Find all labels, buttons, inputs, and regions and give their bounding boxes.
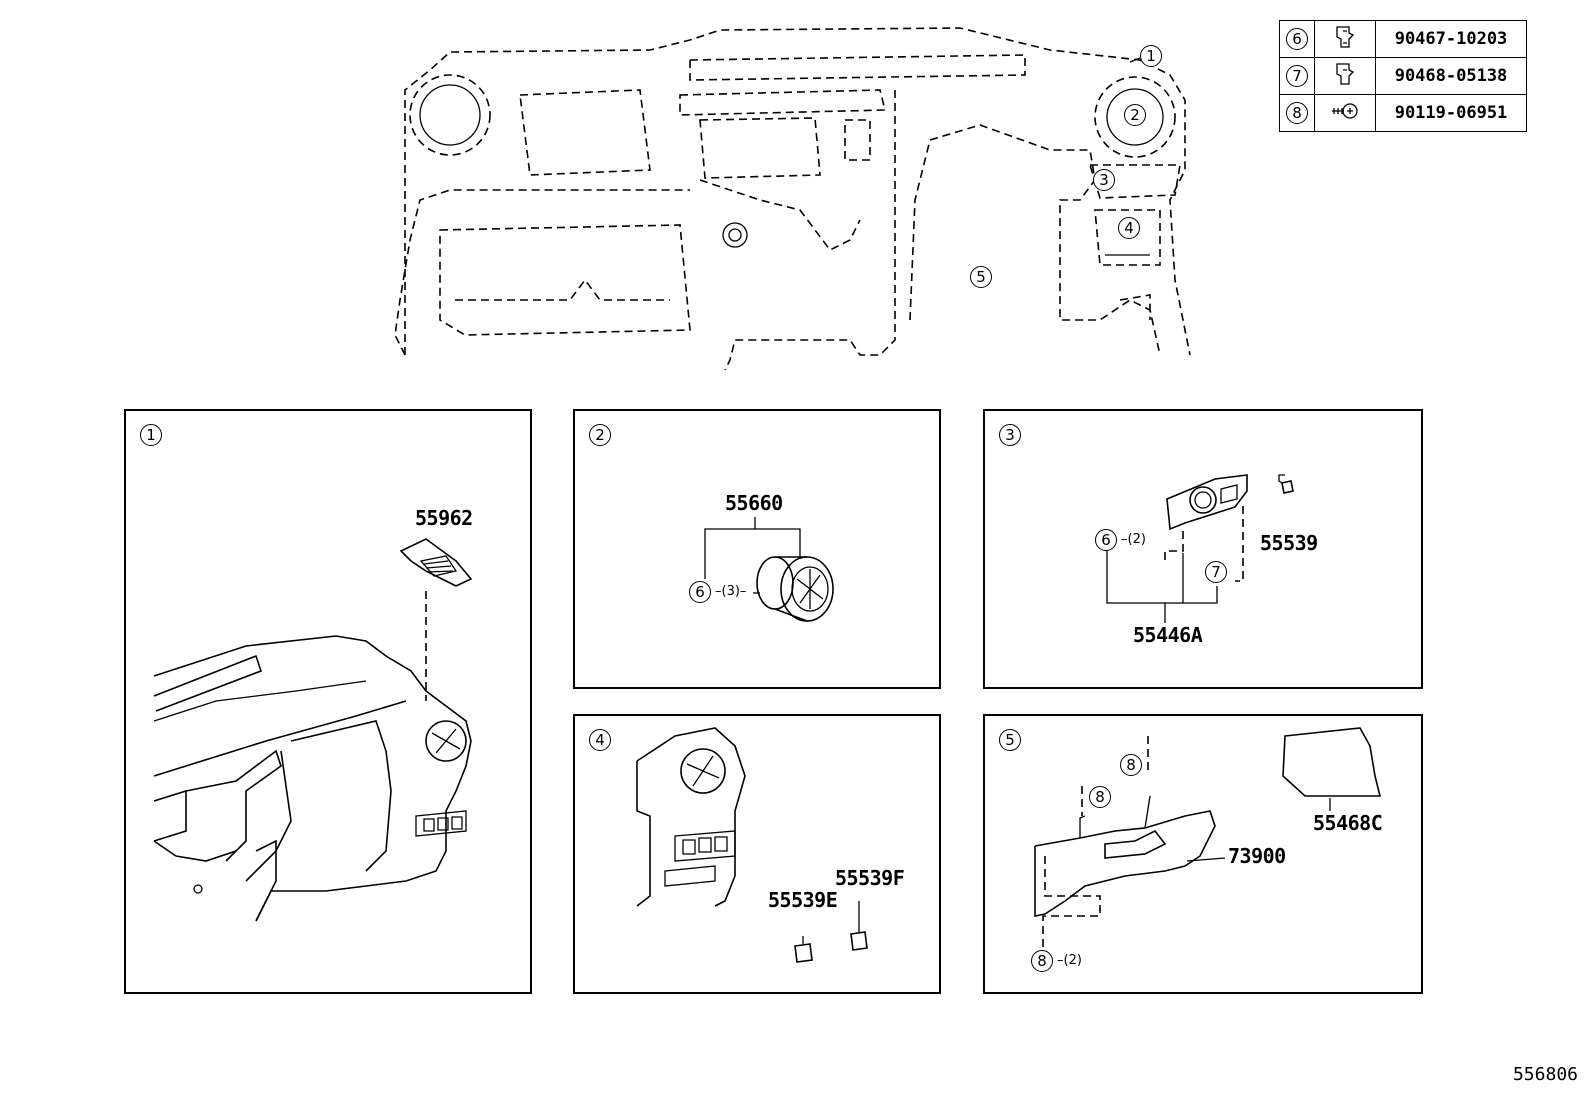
callout-5: 5 xyxy=(970,266,992,288)
legend-row: 6 90467-10203 xyxy=(1279,20,1527,58)
panel-2-drawing xyxy=(704,517,834,622)
fastener-ref: 6 xyxy=(1095,529,1117,551)
part-number: 55446A xyxy=(1133,623,1203,647)
screw-qty: –(2) xyxy=(1057,953,1082,968)
panel-5-drawing xyxy=(1034,727,1382,956)
clip-icon xyxy=(1333,26,1357,55)
panel-1: 1 55962 xyxy=(124,409,532,994)
legend-ref: 6 xyxy=(1286,28,1308,50)
legend-row: 8 90119-06951 xyxy=(1279,94,1527,132)
screw-ref: 8 xyxy=(1120,754,1142,776)
clip-icon xyxy=(1333,63,1357,92)
dashboard-outline-drawing xyxy=(394,27,1191,371)
fastener-qty: –(2) xyxy=(1121,532,1146,547)
panel-2: 2 55660 6 –(3)– xyxy=(573,409,941,689)
legend-part-number: 90467-10203 xyxy=(1375,20,1527,58)
panel-ref: 3 xyxy=(999,424,1021,446)
panel-3-drawing xyxy=(1106,474,1294,623)
part-number: 55660 xyxy=(725,491,783,515)
callout-2: 2 xyxy=(1124,104,1146,126)
callout-1: 1 xyxy=(1140,45,1162,67)
qty-text: (3) xyxy=(721,584,740,599)
qty-text: (2) xyxy=(1063,953,1082,968)
panel-1-drawing xyxy=(153,538,473,922)
panel-ref: 5 xyxy=(999,729,1021,751)
part-number: 55539E xyxy=(768,888,838,912)
fastener-qty: –(3)– xyxy=(715,584,747,599)
panel-5: 5 8 8 8 –(2) 73900 55468C xyxy=(983,714,1423,994)
screw-ref: 8 xyxy=(1089,786,1111,808)
part-number: 55539F xyxy=(835,866,905,890)
panel-3: 3 6 –(2) 7 55539 55446A xyxy=(983,409,1423,689)
callout-3: 3 xyxy=(1093,169,1115,191)
legend-ref: 8 xyxy=(1286,102,1308,124)
part-number: 73900 xyxy=(1228,844,1286,868)
fastener-legend-table: 6 90467-10203 7 90468-05138 8 90119-0695… xyxy=(1279,20,1527,132)
part-number: 55539 xyxy=(1260,531,1318,555)
legend-part-number: 90468-05138 xyxy=(1375,57,1527,95)
fastener-ref: 6 xyxy=(689,581,711,603)
legend-part-number: 90119-06951 xyxy=(1375,94,1527,132)
panel-ref: 2 xyxy=(589,424,611,446)
panel-ref: 4 xyxy=(589,729,611,751)
legend-row: 7 90468-05138 xyxy=(1279,57,1527,95)
legend-ref: 7 xyxy=(1286,65,1308,87)
screw-ref: 8 xyxy=(1031,950,1053,972)
qty-text: (2) xyxy=(1127,532,1146,547)
part-number: 55962 xyxy=(415,506,473,530)
part-number: 55468C xyxy=(1313,811,1383,835)
screw-icon xyxy=(1330,103,1360,127)
panel-4-drawing xyxy=(636,727,868,963)
fastener-ref: 7 xyxy=(1205,561,1227,583)
diagram-id: 556806 xyxy=(1512,1064,1578,1085)
panel-ref: 1 xyxy=(140,424,162,446)
panel-4: 4 55539E 55539F xyxy=(573,714,941,994)
callout-4: 4 xyxy=(1118,217,1140,239)
